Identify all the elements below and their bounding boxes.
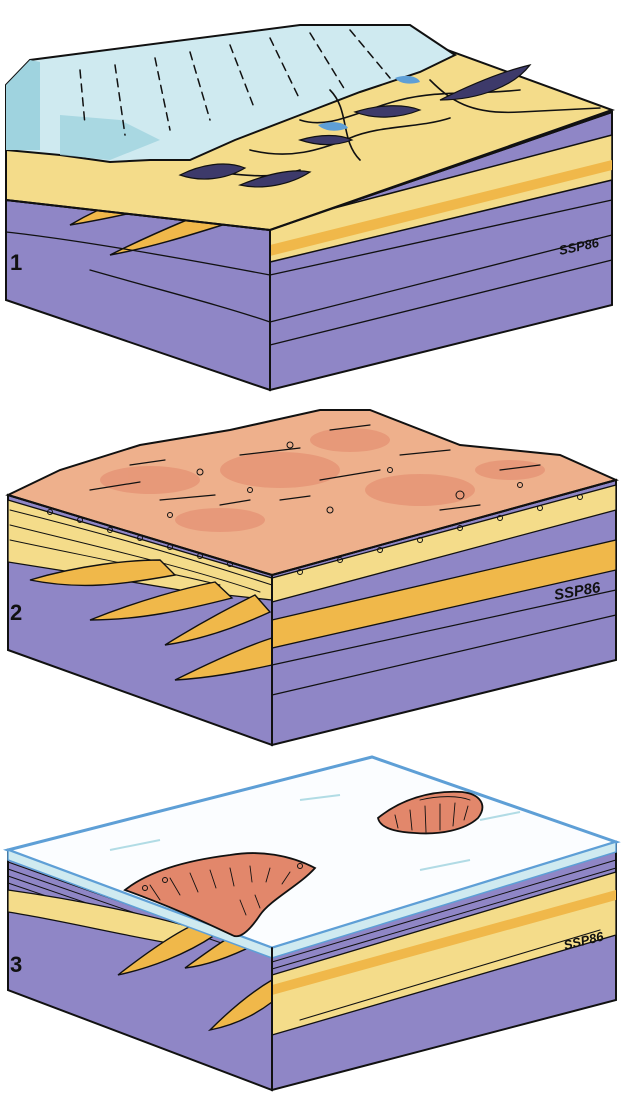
- panel-1-glacier-shade: [6, 60, 40, 150]
- panel-2-number: 2: [10, 600, 22, 625]
- panel-1-glacial-block: 1 SSP86: [6, 25, 612, 390]
- panel-3-marine-block: 3 SSP86: [8, 757, 616, 1090]
- panel-3-number: 3: [10, 952, 22, 977]
- panel-1-number: 1: [10, 250, 22, 275]
- panel-1-front-face: [6, 200, 270, 390]
- panel-2-desert-block: 2 SSP86: [8, 410, 616, 745]
